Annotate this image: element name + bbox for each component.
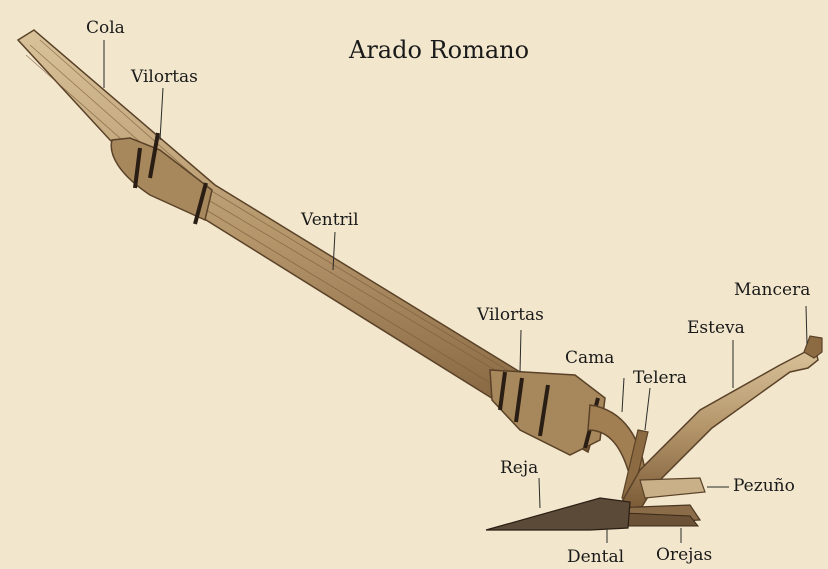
label-pezuno: Pezuño bbox=[733, 478, 795, 495]
page-title: Arado Romano bbox=[349, 36, 529, 64]
label-vilortas-top: Vilortas bbox=[131, 69, 198, 86]
reja-share bbox=[486, 498, 630, 530]
leader-lines bbox=[104, 40, 807, 543]
pezuno-piece bbox=[640, 478, 705, 498]
label-esteva: Esteva bbox=[687, 320, 745, 337]
label-cola: Cola bbox=[86, 20, 125, 37]
label-orejas: Orejas bbox=[656, 547, 712, 564]
label-reja: Reja bbox=[500, 460, 538, 477]
label-mancera: Mancera bbox=[734, 282, 810, 299]
label-cama: Cama bbox=[565, 350, 614, 367]
label-telera: Telera bbox=[633, 370, 687, 387]
label-vilortas-bottom: Vilortas bbox=[477, 307, 544, 324]
label-dental: Dental bbox=[567, 549, 624, 566]
label-ventril: Ventril bbox=[301, 212, 359, 229]
